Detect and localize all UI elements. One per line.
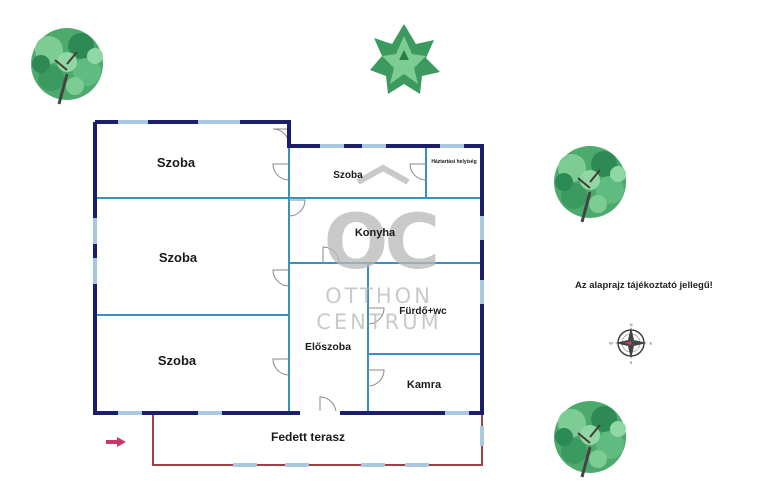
room-label-szoba-small: Szoba — [333, 170, 363, 181]
compass-s: S — [630, 360, 633, 365]
entrance-arrow-icon — [106, 437, 126, 447]
room-label-furdo: Fürdő+wc — [399, 306, 447, 317]
tree-top-left — [29, 26, 105, 106]
room-label-szoba-2: Szoba — [159, 250, 198, 265]
room-label-konyha: Konyha — [355, 227, 396, 239]
room-label-haztartasi: Háztartási helyiség — [431, 159, 476, 165]
room-label-szoba-3: Szoba — [158, 353, 197, 368]
room-label-kamra: Kamra — [407, 379, 442, 391]
disclaimer-note: Az alaprajz tájékoztató jellegű! — [575, 280, 713, 291]
terrace — [152, 413, 484, 467]
tree-right-middle — [552, 144, 628, 224]
compass-w: W — [609, 341, 613, 346]
room-label-terasz: Fedett terasz — [271, 430, 345, 444]
compass-icon: N E S W — [609, 322, 653, 365]
compass-n: N — [630, 322, 633, 327]
compass-e: E — [650, 341, 653, 346]
watermark-line1: OTTHON — [325, 284, 433, 308]
tree-bottom-right — [552, 399, 628, 479]
inner-walls — [95, 146, 482, 413]
watermark-logo: OC — [324, 197, 436, 286]
watermark-line2: CENTRUM — [316, 310, 442, 334]
otthon-centrum-watermark: OC OTTHON CENTRUM — [316, 164, 442, 334]
room-label-szoba-1: Szoba — [157, 155, 196, 170]
plant-top-center — [370, 24, 440, 94]
outer-walls — [93, 120, 484, 415]
room-label-eloszoba: Előszoba — [305, 341, 351, 353]
